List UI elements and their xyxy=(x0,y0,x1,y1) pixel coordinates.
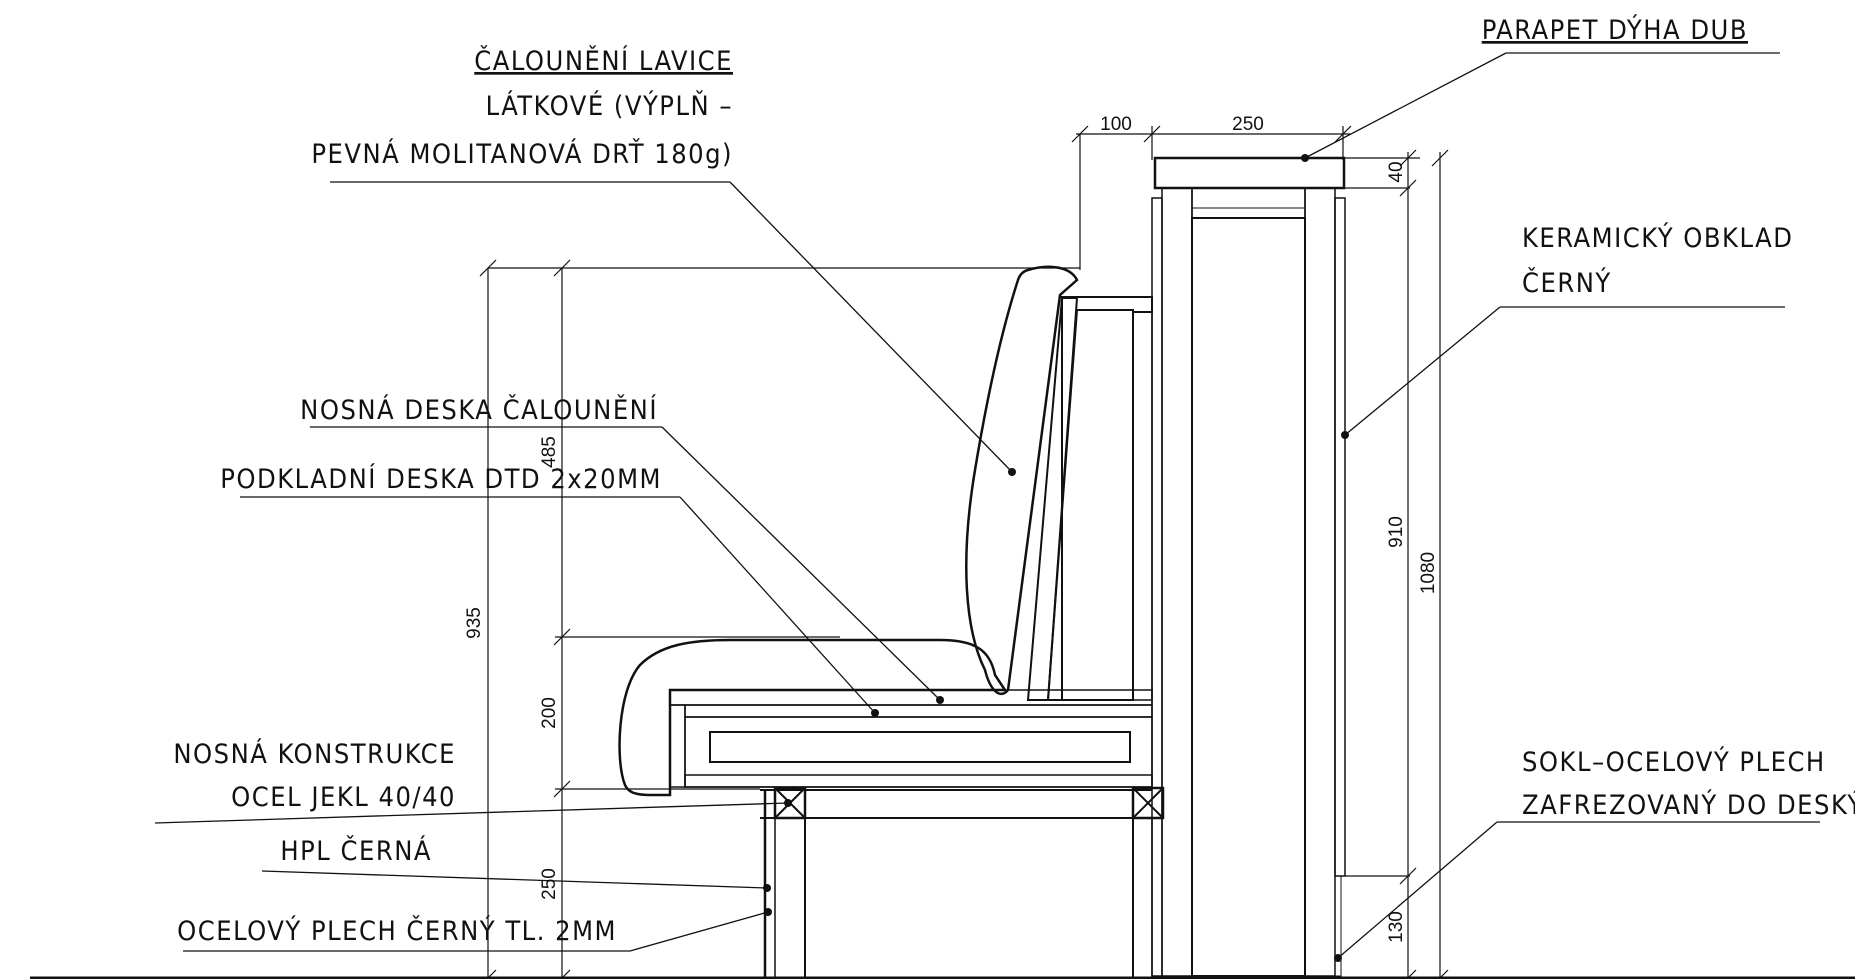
dim-40: 40 xyxy=(1386,161,1407,182)
wall-structure xyxy=(1151,156,1346,977)
leader-dots xyxy=(763,154,1349,962)
label-steel-sheet: OCELOVÝ PLECH ČERNÝ TL. 2MM xyxy=(177,915,617,947)
label-support-board: NOSNÁ DESKA ČALOUNĚNÍ xyxy=(300,394,658,426)
seat xyxy=(618,638,1153,797)
label-upholstery-line3: PEVNÁ MOLITANOVÁ DRŤ 180g) xyxy=(311,138,733,170)
dim-100: 100 xyxy=(1100,114,1132,135)
leader-lines xyxy=(154,52,1820,959)
label-tiles-line1: KERAMICKÝ OBKLAD xyxy=(1522,222,1793,254)
label-structure-line1: NOSNÁ KONSTRUKCE xyxy=(173,738,456,770)
label-upholstery-line1: ČALOUNĚNÍ LAVICE xyxy=(474,45,733,77)
dim-485: 485 xyxy=(539,436,560,468)
label-hpl: HPL ČERNÁ xyxy=(280,835,432,867)
dim-200: 200 xyxy=(539,697,560,729)
dim-130: 130 xyxy=(1386,911,1407,943)
label-upholstery-line2: LÁTKOVÉ (VÝPLŇ – xyxy=(486,90,733,122)
label-parapet: PARAPET DÝHA DUB xyxy=(1482,14,1748,46)
dimension-lines xyxy=(479,125,1449,979)
dim-910: 910 xyxy=(1386,516,1407,548)
label-base-board: PODKLADNÍ DESKA DTD 2x20MM xyxy=(220,463,662,495)
label-structure-line2: OCEL JEKL 40/40 xyxy=(231,782,456,813)
dim-935: 935 xyxy=(464,607,485,639)
steel-frame xyxy=(760,786,1165,978)
dim-1080: 1080 xyxy=(1418,552,1439,594)
label-plinth-line1: SOKL–OCELOVÝ PLECH xyxy=(1522,746,1826,778)
seat-back xyxy=(965,265,1153,701)
dim-250-left: 250 xyxy=(539,868,560,900)
label-plinth-line2: ZAFREZOVANÝ DO DESKÝ xyxy=(1522,789,1855,821)
dim-250-top: 250 xyxy=(1232,114,1264,135)
label-tiles-line2: ČERNÝ xyxy=(1522,267,1612,299)
